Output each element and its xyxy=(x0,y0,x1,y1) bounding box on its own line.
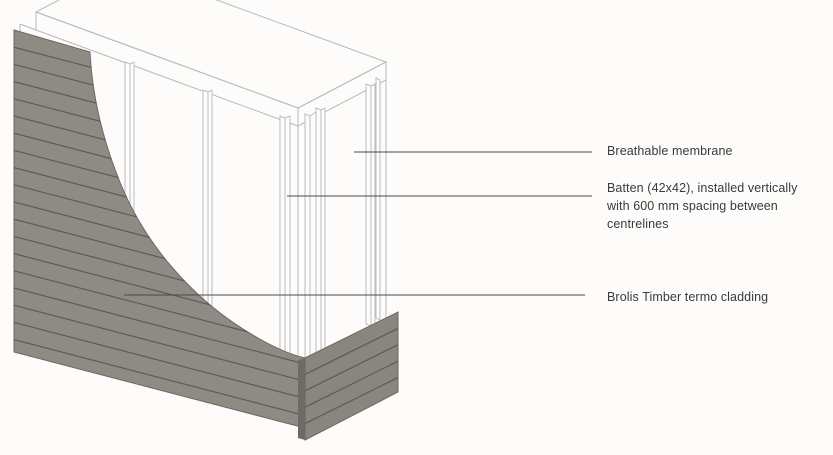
cladding-board-edge xyxy=(14,339,305,417)
batten xyxy=(279,115,291,359)
batten xyxy=(315,107,326,357)
cladding-short-wall xyxy=(298,311,399,441)
cladding-board-edge xyxy=(304,377,399,425)
leader-lines xyxy=(124,151,592,296)
label-cladding: Brolis Timber termo cladding xyxy=(607,290,769,304)
cladding-grooves xyxy=(304,327,399,425)
label-batten: Batten (42x42), installed vertically wit… xyxy=(607,181,798,231)
batten xyxy=(202,89,213,331)
cladding-board-edge xyxy=(304,360,399,408)
batten xyxy=(375,77,381,321)
label-breathable-membrane: Breathable membrane xyxy=(607,144,733,158)
batten xyxy=(365,83,376,327)
cladding-board-edge xyxy=(304,327,399,375)
cladding-board-edge xyxy=(14,321,305,399)
batten xyxy=(304,111,317,361)
battens xyxy=(124,61,381,361)
cladding-board-edge xyxy=(14,304,305,382)
wall-frame xyxy=(19,0,388,360)
cladding-board-edge xyxy=(14,287,305,365)
cladding-long-wall xyxy=(13,29,306,429)
cladding-board-edge xyxy=(304,344,399,392)
